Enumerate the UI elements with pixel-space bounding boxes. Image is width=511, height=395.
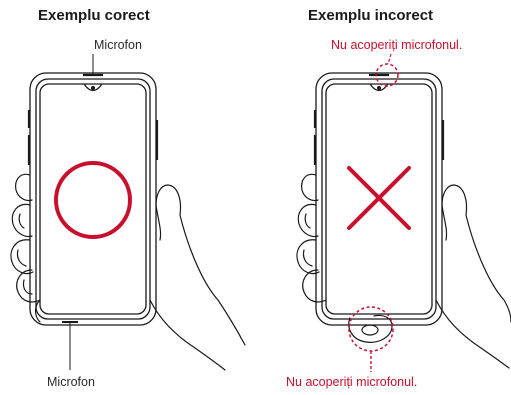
warning-top-leader [387,53,392,65]
top-mic-dashed-circle [375,63,399,87]
mic-top-label: Microfon [94,38,142,52]
left-hand [10,173,246,371]
right-hand [296,173,511,369]
incorrect-cross-icon [347,166,411,230]
correct-example-title: Exemplu corect [38,7,150,24]
correct-circle-icon [54,161,132,239]
left-phone [27,72,159,326]
mic-bottom-label: Microfon [47,375,95,389]
warning-top-label: Nu acoperiți microfonul. [331,38,463,52]
warning-bottom-label: Nu acoperiți microfonul. [286,375,418,389]
incorrect-example-title: Exemplu incorect [308,7,434,24]
